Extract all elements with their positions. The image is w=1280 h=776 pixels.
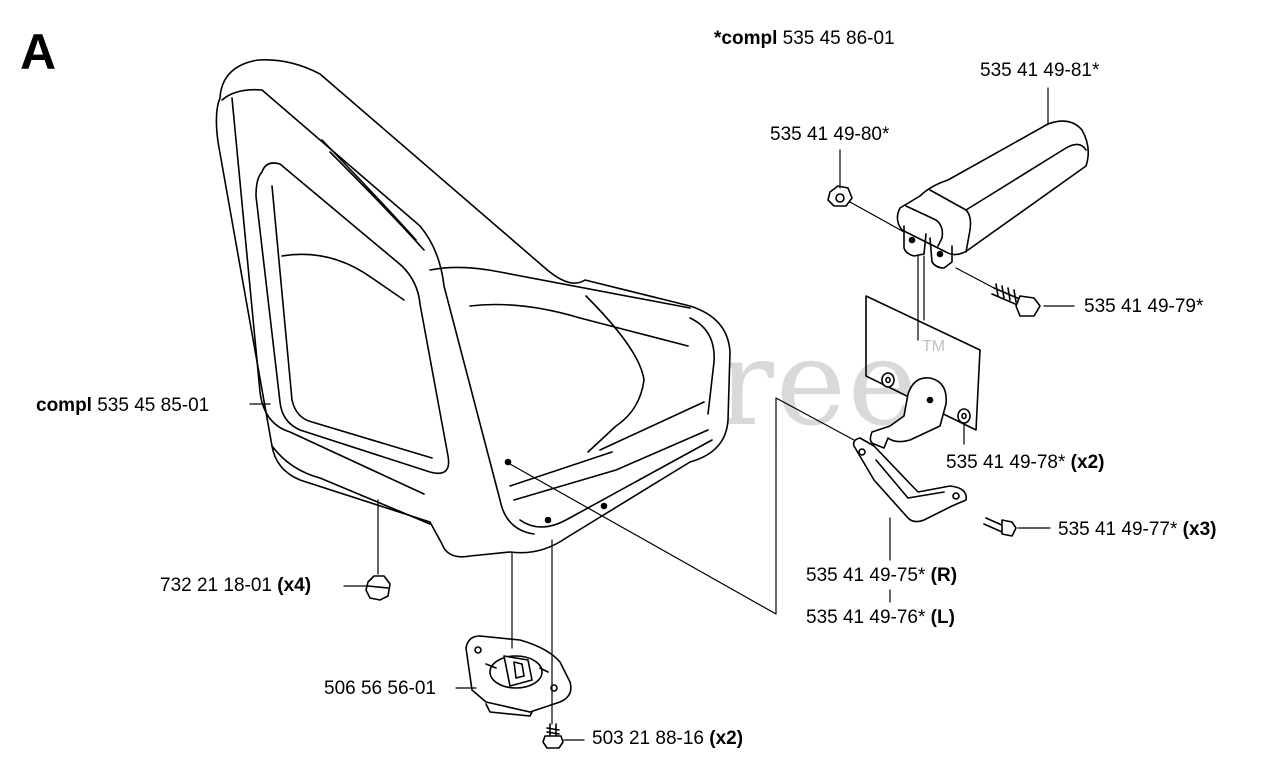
nut-label: 535 41 49-80* bbox=[770, 124, 889, 146]
armrest-pad-label: 535 41 49-81* bbox=[980, 60, 1099, 82]
watermark-trademark: TM bbox=[922, 338, 946, 355]
switch-screw-label: 503 21 88-16 (x2) bbox=[592, 728, 743, 750]
armrest-kit-label: *compl 535 45 86-01 bbox=[714, 28, 895, 50]
switch-screw-part-number: 503 21 88-16 bbox=[592, 728, 704, 749]
bracket-right-label: 535 41 49-75* (R) bbox=[806, 565, 957, 587]
switch-screw-drawing bbox=[542, 723, 564, 749]
armrest-pad-part-number: 535 41 49-81* bbox=[980, 60, 1100, 81]
section-letter: A bbox=[20, 24, 57, 80]
armrest-kit-label-prefix: *compl bbox=[714, 28, 778, 49]
seat-switch-label: 506 56 56-01 bbox=[324, 678, 436, 700]
seat-drawing bbox=[215, 58, 731, 558]
armrest-kit-part-number: 535 45 86-01 bbox=[782, 28, 895, 49]
seat-nut-part-number: 732 21 18-01 bbox=[160, 575, 272, 596]
seat-switch-drawing bbox=[465, 635, 572, 717]
assembly-lines bbox=[249, 87, 1075, 741]
seat-nut-label: 732 21 18-01 (x4) bbox=[160, 575, 311, 597]
armrest-bolt-label: 535 41 49-79* bbox=[1084, 296, 1203, 318]
seat-nut-quantity: (x4) bbox=[277, 575, 312, 596]
bracket-right-part-number: 535 41 49-75* bbox=[806, 565, 926, 586]
bracket-left-part-number: 535 41 49-76* bbox=[806, 607, 926, 628]
bracket-screw-drawing bbox=[983, 517, 1017, 537]
armrest-bolt-part-number: 535 41 49-79* bbox=[1084, 296, 1204, 317]
switch-screw-quantity: (x2) bbox=[709, 728, 744, 749]
bracket-left-side: (L) bbox=[930, 607, 955, 628]
bracket-right-side: (R) bbox=[930, 565, 958, 586]
seat-nut-drawing bbox=[365, 575, 391, 601]
bracket-screw-label: 535 41 49-77* (x3) bbox=[1058, 519, 1216, 541]
armrest-nut-drawing bbox=[827, 185, 853, 207]
armrest-bolt-drawing bbox=[991, 283, 1041, 317]
nut-part-number: 535 41 49-80* bbox=[770, 124, 890, 145]
washer-quantity: (x2) bbox=[1070, 452, 1105, 473]
bracket-screw-part-number: 535 41 49-77* bbox=[1058, 519, 1178, 540]
seat-label: compl 535 45 85-01 bbox=[36, 395, 209, 417]
armrest-pad-drawing bbox=[896, 120, 1090, 269]
seat-switch-part-number: 506 56 56-01 bbox=[324, 678, 436, 699]
seat-label-prefix: compl bbox=[36, 395, 92, 416]
bracket-screw-quantity: (x3) bbox=[1182, 519, 1217, 540]
bracket-left-label: 535 41 49-76* (L) bbox=[806, 607, 955, 629]
washer-drawing bbox=[881, 372, 971, 424]
washer-part-number: 535 41 49-78* bbox=[946, 452, 1066, 473]
bracket-drawing bbox=[852, 377, 967, 523]
seat-part-number: 535 45 85-01 bbox=[97, 395, 210, 416]
spacer-plate-drawing bbox=[865, 295, 981, 431]
washer-label: 535 41 49-78* (x2) bbox=[946, 452, 1104, 474]
